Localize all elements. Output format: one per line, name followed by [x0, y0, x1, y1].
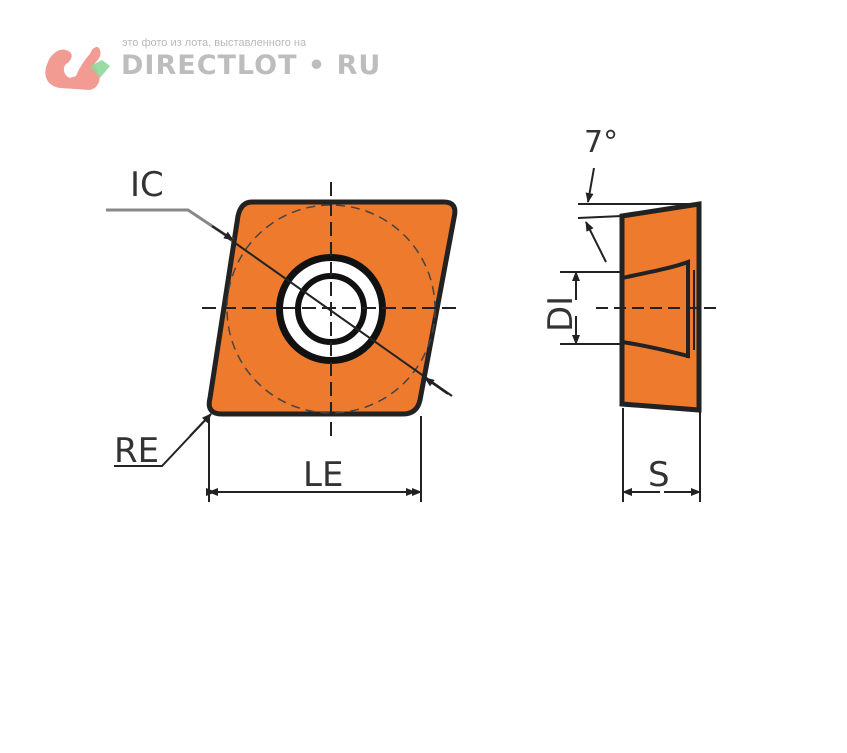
le-label: LE: [303, 455, 343, 495]
di-label: DI: [541, 296, 581, 332]
insert-side-view: DI 7° S: [541, 125, 716, 502]
watermark-brand: DIRECTLOT • RU: [121, 50, 382, 81]
ic-diameter-line: [227, 237, 453, 397]
watermark-caption: это фото из лота, выставленного на: [122, 37, 307, 49]
ic-leader: [106, 208, 234, 242]
angle-leader: [585, 221, 607, 263]
re-label: RE: [114, 431, 159, 471]
angle-label: 7°: [584, 125, 618, 160]
insert-front-view: IC RE LE: [106, 165, 460, 502]
ic-label: IC: [130, 165, 164, 205]
s-label: S: [648, 455, 670, 495]
angle-ref-slant: [577, 215, 623, 219]
squirrel-icon: [45, 47, 110, 90]
watermark-logo: [40, 36, 360, 96]
